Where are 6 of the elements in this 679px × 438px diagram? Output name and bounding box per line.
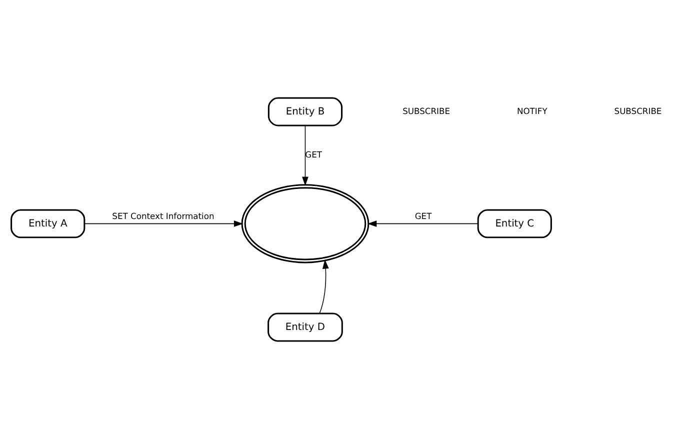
edge-label: GET	[414, 210, 432, 220]
label: SUBSCRIBE	[402, 105, 450, 116]
edge-label: SET Context Information	[112, 210, 214, 220]
label: NOTIFY	[516, 105, 548, 116]
edge-label: GET	[305, 148, 322, 159]
label: SUBSCRIBE	[614, 105, 662, 116]
